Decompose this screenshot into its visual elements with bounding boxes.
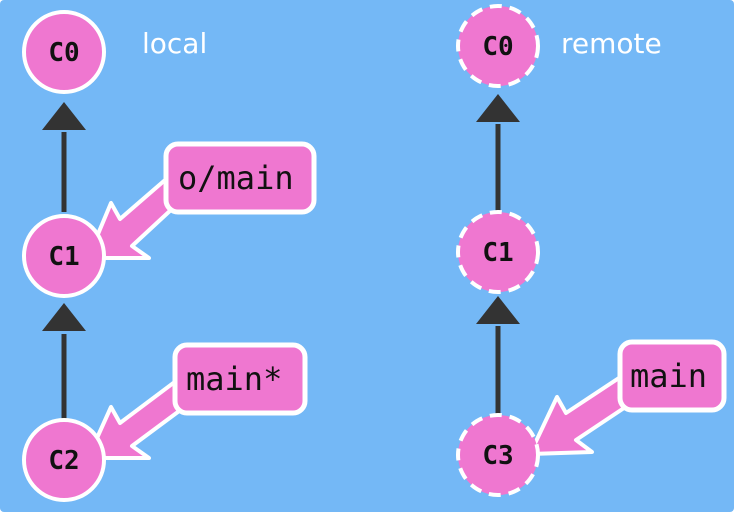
local-ref-arrow-origin-main [86, 172, 188, 260]
remote-edge-c3-c1 [476, 296, 520, 414]
remote-repo: C0 C1 C3 main [456, 4, 727, 497]
local-commit-c2-label: C2 [48, 446, 79, 476]
local-ref-main[interactable]: main* [172, 342, 308, 416]
local-commit-c1[interactable]: C1 [22, 214, 106, 298]
remote-commit-c3-label: C3 [482, 441, 513, 471]
remote-ref-main[interactable]: main [617, 339, 727, 413]
local-edge-c1-c0 [42, 102, 86, 212]
local-ref-arrow-main [86, 376, 196, 460]
remote-commit-c0[interactable]: C0 [456, 4, 540, 88]
remote-ref-main-label: main [630, 357, 707, 395]
local-commit-c0-label: C0 [48, 38, 79, 68]
local-ref-origin-main-label: o/main [178, 159, 294, 197]
remote-commit-c1[interactable]: C1 [456, 210, 540, 294]
local-commit-c0[interactable]: C0 [22, 10, 106, 94]
remote-repo-title: remote [561, 27, 662, 60]
local-ref-main-label: main* [186, 360, 282, 398]
remote-edge-c1-c0 [476, 94, 520, 212]
local-repo-title: local [142, 27, 208, 60]
local-commit-c2[interactable]: C2 [22, 418, 106, 502]
local-edge-c2-c1 [42, 303, 86, 420]
local-ref-origin-main[interactable]: o/main [163, 141, 317, 215]
remote-commit-c1-label: C1 [482, 238, 513, 268]
remote-commit-c0-label: C0 [482, 32, 513, 62]
local-commit-c1-label: C1 [48, 242, 79, 272]
remote-commit-c3[interactable]: C3 [456, 413, 540, 497]
local-repo: C0 C1 C2 o/main main* [22, 10, 317, 502]
